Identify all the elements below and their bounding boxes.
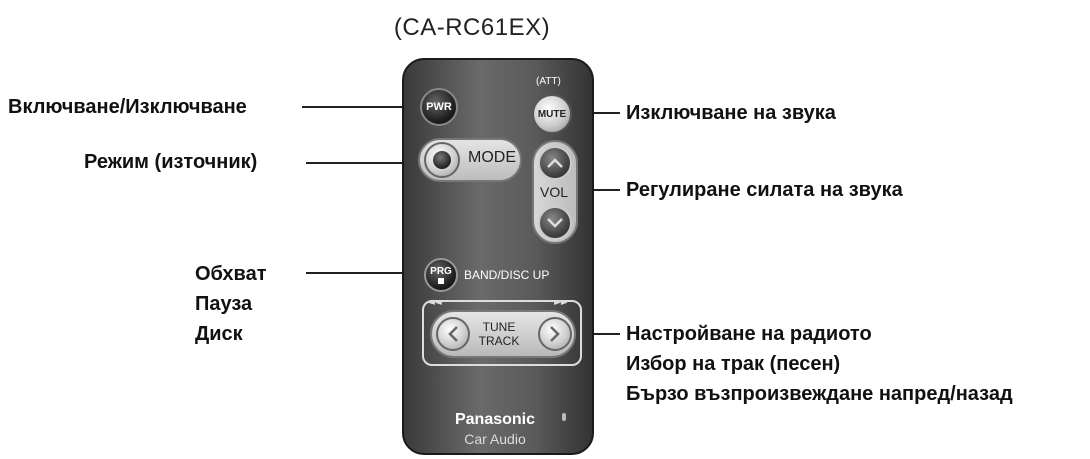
volume-label: Регулиране силата на звука	[626, 179, 903, 201]
tune-back-button[interactable]	[436, 317, 470, 351]
chevron-left-icon	[448, 326, 458, 342]
tune-frame	[422, 300, 582, 366]
disc-label: Диск	[195, 323, 243, 345]
stop-icon	[438, 278, 444, 284]
band-leader-line	[306, 272, 422, 274]
mode-button-dot	[433, 151, 451, 169]
track-text: TRACK	[478, 334, 520, 348]
tune-label: Настройване на радиото	[626, 323, 872, 345]
track-label: Избор на трак (песен)	[626, 353, 841, 375]
ir-sensor	[562, 413, 566, 421]
mode-text: MODE	[468, 149, 516, 166]
pwr-button[interactable]: PWR	[420, 88, 458, 126]
volume-leader-line	[592, 189, 620, 191]
band-label: Обхват	[195, 263, 267, 285]
mute-label: Изключване на звука	[626, 102, 836, 124]
att-label: (ATT)	[536, 76, 561, 87]
pause-label: Пауза	[195, 293, 253, 315]
power-leader-line	[302, 106, 418, 108]
rewind-icon: ◄◄	[428, 298, 442, 308]
tune-leader-line	[576, 333, 620, 335]
band-disc-up-text: BAND/DISC UP	[464, 268, 550, 282]
power-label: Включване/Изключване	[8, 96, 247, 118]
volume-down-button[interactable]	[538, 206, 572, 240]
fast-forward-label: Бързо възпроизвеждане напред/назад	[626, 383, 1013, 405]
volume-up-button[interactable]	[538, 146, 572, 180]
brand-subtitle: Car Audio	[464, 431, 526, 447]
prg-text: PRG	[430, 266, 452, 277]
brand-logo: Panasonic	[454, 411, 536, 428]
chevron-down-icon	[547, 218, 563, 228]
fast-forward-icon: ►►	[554, 298, 568, 308]
mute-leader-line	[574, 112, 620, 114]
tune-track-text: TUNE TRACK	[474, 320, 524, 348]
mode-label: Режим (източник)	[84, 151, 258, 173]
prg-button[interactable]: PRG	[424, 258, 458, 292]
tune-forward-button[interactable]	[538, 317, 572, 351]
chevron-right-icon	[550, 326, 560, 342]
mode-leader-line	[306, 162, 422, 164]
vol-text: VOL	[540, 184, 569, 200]
mute-button[interactable]: MUTE	[532, 94, 572, 134]
tune-text: TUNE	[482, 320, 516, 334]
chevron-up-icon	[547, 158, 563, 168]
model-title: (CA-RC61EX)	[393, 14, 551, 41]
